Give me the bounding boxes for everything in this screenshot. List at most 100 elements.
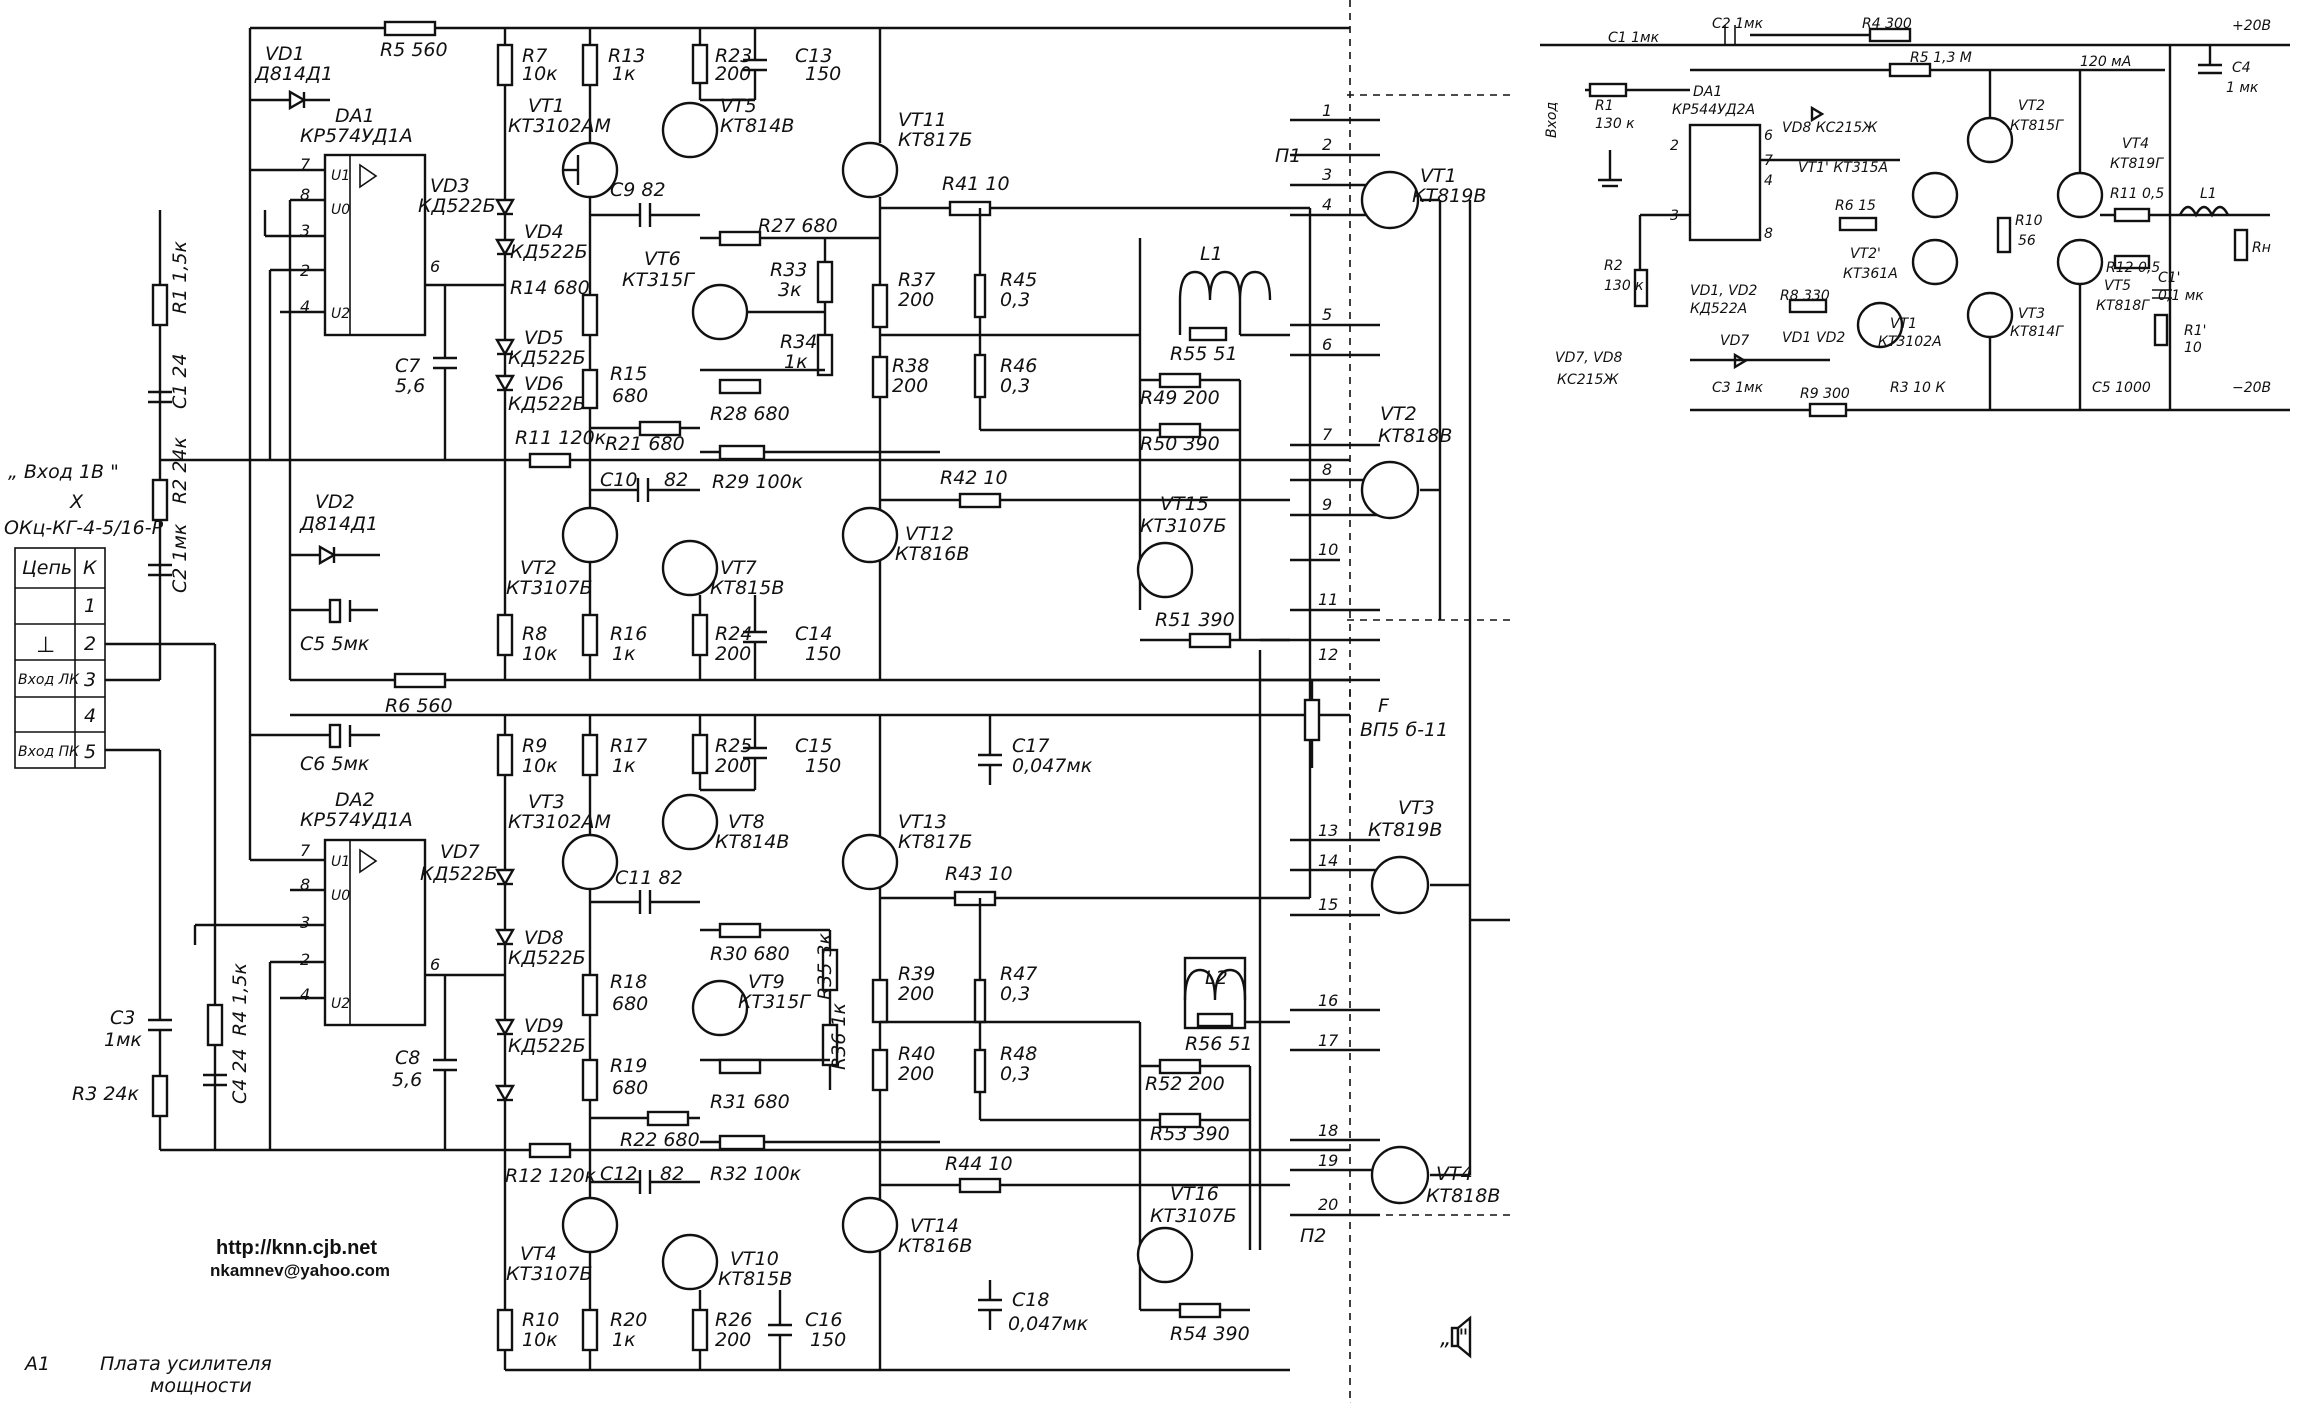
svg-text:КТ819В: КТ819В [1368,819,1442,841]
svg-text:120 мА: 120 мА [2080,54,2131,70]
svg-text:C2 1мк: C2 1мк [1712,16,1764,32]
r49-resistor [1158,372,1202,389]
svg-text:R49 200: R49 200 [1140,387,1220,409]
r42-resistor [958,492,1002,509]
svg-text:VD8 КС215Ж: VD8 КС215Ж [1782,120,1878,136]
svg-text:R5 1,3 М: R5 1,3 М [1910,50,1972,66]
svg-text:VT10: VT10 [730,1248,779,1270]
svg-text:7: 7 [300,155,311,174]
svg-text:R16: R16 [610,623,647,645]
r48-resistor [973,1048,987,1094]
svg-text:R2: R2 [1604,258,1623,274]
r53-resistor [1158,1112,1202,1129]
svg-text:13: 13 [1318,821,1338,840]
svg-text:4: 4 [1322,195,1332,214]
svg-text:DA1: DA1 [1693,84,1722,100]
svg-text:10: 10 [1318,540,1338,559]
svg-text:R51 390: R51 390 [1155,609,1235,631]
svg-text:R48: R48 [1000,1043,1037,1065]
svg-text:КР574УД1А: КР574УД1А [300,125,413,147]
svg-text:КТ361А: КТ361А [1843,266,1898,282]
svg-text:1к: 1к [612,1329,636,1351]
svg-text:1: 1 [1322,101,1332,120]
svg-text:C17: C17 [1012,735,1049,757]
svg-text:R38: R38 [892,355,929,377]
svg-text:R18: R18 [610,971,647,993]
svg-text:R41 10: R41 10 [942,173,1010,195]
connector-part-label: ОКц-КГ-4-5/16-Р [4,517,164,539]
svg-text:R7: R7 [522,45,547,67]
r2-resistor [151,478,169,522]
circuit-input-pk: Вход ПК [18,744,80,760]
svg-text:C4: C4 [2232,60,2251,76]
input-label: „ Вход 1В " [8,461,119,483]
svg-text:200: 200 [892,375,928,397]
svg-text:C10: C10 [600,469,637,491]
fuse [1303,698,1321,742]
svg-text:R11 0,5: R11 0,5 [2110,186,2164,202]
svg-text:0,047мк: 0,047мк [1008,1313,1089,1335]
svg-text:R6 15: R6 15 [1835,198,1876,214]
svg-text:VT14: VT14 [910,1215,959,1237]
r36-resistor [821,1023,839,1067]
r28-resistor [718,378,762,395]
svg-text:11: 11 [1318,590,1338,609]
vt16-transistor [1136,1226,1194,1284]
r7-resistor [496,43,514,87]
svg-text:10к: 10к [522,755,558,777]
r27-resistor [718,230,762,247]
svg-text:П2: П2 [1300,1225,1326,1247]
svg-text:R33: R33 [770,259,807,281]
svg-text:VT8: VT8 [728,811,765,833]
svg-text:VT6: VT6 [644,248,681,270]
svg-text:КТ814В: КТ814В [720,115,794,137]
vt15-transistor [1136,541,1194,599]
svg-text:КТ817Б: КТ817Б [898,129,972,151]
svg-text:R9 300: R9 300 [1800,386,1850,402]
r20-resistor [581,1308,599,1352]
vt4-transistor [561,1196,619,1254]
r12-resistor [528,1142,572,1159]
svg-text:6: 6 [430,955,440,974]
r13-resistor [581,43,599,87]
r37-resistor [871,283,889,329]
svg-text:VT2: VT2 [520,557,557,579]
svg-text:C4 24: C4 24 [229,1048,251,1104]
svg-text:КТ816В: КТ816В [898,1235,972,1257]
svg-text:C8: C8 [395,1047,420,1069]
svg-text:F: F [1378,695,1390,717]
channel-bottom: C6 5мк DA2 КР574УД1А 7 8 3 2 4 6 U1 U0 U… [72,560,1350,1372]
out-vt1-transistor [1360,170,1420,230]
r29-resistor [718,444,766,461]
svg-text:3: 3 [1322,165,1332,184]
svg-text:VT1: VT1 [528,95,565,117]
vd2-diode [318,544,337,566]
svg-text:C2 1мк: C2 1мк [169,523,191,593]
svg-text:150: 150 [805,63,841,85]
vt14-transistor [841,1196,899,1254]
svg-text:U0: U0 [331,888,350,904]
svg-text:200: 200 [715,755,751,777]
svg-text:VT2: VT2 [1380,403,1417,425]
svg-text:R45: R45 [1000,269,1037,291]
svg-text:VD1: VD1 [265,43,305,65]
svg-text:ВП5 б-11: ВП5 б-11 [1360,719,1448,741]
svg-text:R21 680: R21 680 [605,433,685,455]
svg-text:56: 56 [2018,233,2036,249]
svg-text:КД522Б: КД522Б [508,393,586,415]
svg-text:R52 200: R52 200 [1145,1073,1225,1095]
svg-text:VD2: VD2 [1816,330,1845,346]
inset-circuit: C1 1мк C2 1мк R4 300 R5 1,3 М +20В 120 м… [1540,16,2290,418]
vt10-transistor [661,1233,719,1291]
table-header-pin: К [83,557,98,579]
svg-text:КТ818В: КТ818В [1426,1185,1500,1207]
svg-text:КТ3102АМ: КТ3102АМ [508,811,611,833]
svg-text:1мк: 1мк [104,1029,142,1051]
svg-text:R5 560: R5 560 [380,39,448,61]
svg-text:0,3: 0,3 [1000,375,1030,397]
r4-resistor [206,1003,224,1047]
svg-text:R10: R10 [522,1309,559,1331]
svg-text:17: 17 [1318,1031,1339,1050]
